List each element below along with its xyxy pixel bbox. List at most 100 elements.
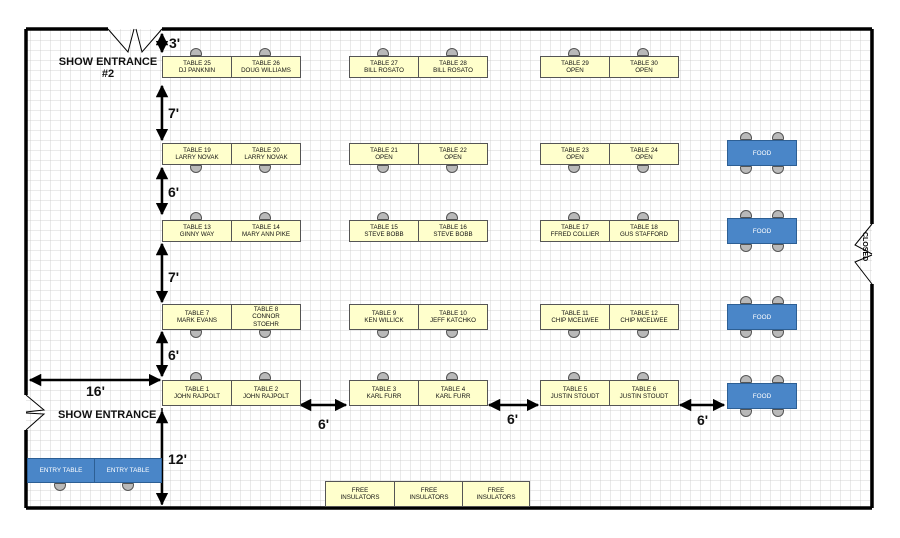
dim-3ft: 3' xyxy=(169,35,181,51)
chair-icon xyxy=(190,212,202,220)
entry-table-1[interactable]: ENTRY TABLE xyxy=(27,458,95,483)
chair-icon xyxy=(259,372,271,380)
door-swings xyxy=(25,28,873,431)
chair-icon xyxy=(446,165,458,173)
chair-icon xyxy=(740,330,752,338)
chair-icon xyxy=(190,330,202,338)
chair-icon xyxy=(377,330,389,338)
chair-icon xyxy=(637,165,649,173)
food-table-4[interactable]: FOOD xyxy=(727,383,797,409)
chair-icon xyxy=(446,48,458,56)
chair-icon xyxy=(568,212,580,220)
chair-icon xyxy=(740,409,752,417)
chair-icon xyxy=(637,372,649,380)
show-entrance-2-label: SHOW ENTRANCE #2 xyxy=(58,56,158,80)
dim-7ft-b: 7' xyxy=(168,269,180,285)
chair-icon xyxy=(377,48,389,56)
chair-icon xyxy=(772,375,784,383)
chair-icon xyxy=(377,212,389,220)
dimension-arrows xyxy=(28,32,726,506)
show-entrance-2-line2: #2 xyxy=(101,68,115,81)
chair-icon xyxy=(772,166,784,174)
chair-icon xyxy=(637,330,649,338)
chair-icon xyxy=(377,372,389,380)
dim-6ft-d: 6' xyxy=(507,411,519,427)
chair-icon xyxy=(446,372,458,380)
chair-icon xyxy=(190,372,202,380)
chair-icon xyxy=(259,212,271,220)
chair-icon xyxy=(740,244,752,252)
walls xyxy=(24,27,874,510)
chair-icon xyxy=(568,48,580,56)
chair-icon xyxy=(568,165,580,173)
chair-icon xyxy=(772,210,784,218)
show-entrance-label: SHOW ENTRANCE xyxy=(58,409,157,421)
chair-icon xyxy=(637,48,649,56)
chair-icon xyxy=(772,296,784,304)
chair-icon xyxy=(740,132,752,140)
chair-icon xyxy=(637,212,649,220)
closed-label: CLOSED xyxy=(861,232,868,262)
dim-7ft-a: 7' xyxy=(168,105,180,121)
chair-icon xyxy=(190,165,202,173)
dim-12ft: 12' xyxy=(168,451,187,467)
chair-icon xyxy=(377,165,389,173)
dim-6ft-a: 6' xyxy=(168,184,180,200)
show-entrance-2-line1: SHOW ENTRANCE xyxy=(58,56,158,68)
chair-icon xyxy=(740,210,752,218)
chair-icon xyxy=(772,330,784,338)
dim-6ft-b: 6' xyxy=(168,347,180,363)
entry-table-2[interactable]: ENTRY TABLE xyxy=(94,458,162,483)
chair-icon xyxy=(259,48,271,56)
food-table-2[interactable]: FOOD xyxy=(727,218,797,244)
chair-icon xyxy=(568,372,580,380)
chair-icon xyxy=(190,48,202,56)
chair-icon xyxy=(740,375,752,383)
dim-6ft-c: 6' xyxy=(318,416,330,432)
food-table-3[interactable]: FOOD xyxy=(727,304,797,330)
chair-icon xyxy=(740,296,752,304)
dim-6ft-e: 6' xyxy=(697,412,709,428)
food-table-1[interactable]: FOOD xyxy=(727,140,797,166)
chair-icon xyxy=(772,244,784,252)
chair-icon xyxy=(446,330,458,338)
chair-icon xyxy=(568,330,580,338)
chair-icon xyxy=(259,330,271,338)
chair-icon xyxy=(54,483,66,491)
chair-icon xyxy=(740,166,752,174)
